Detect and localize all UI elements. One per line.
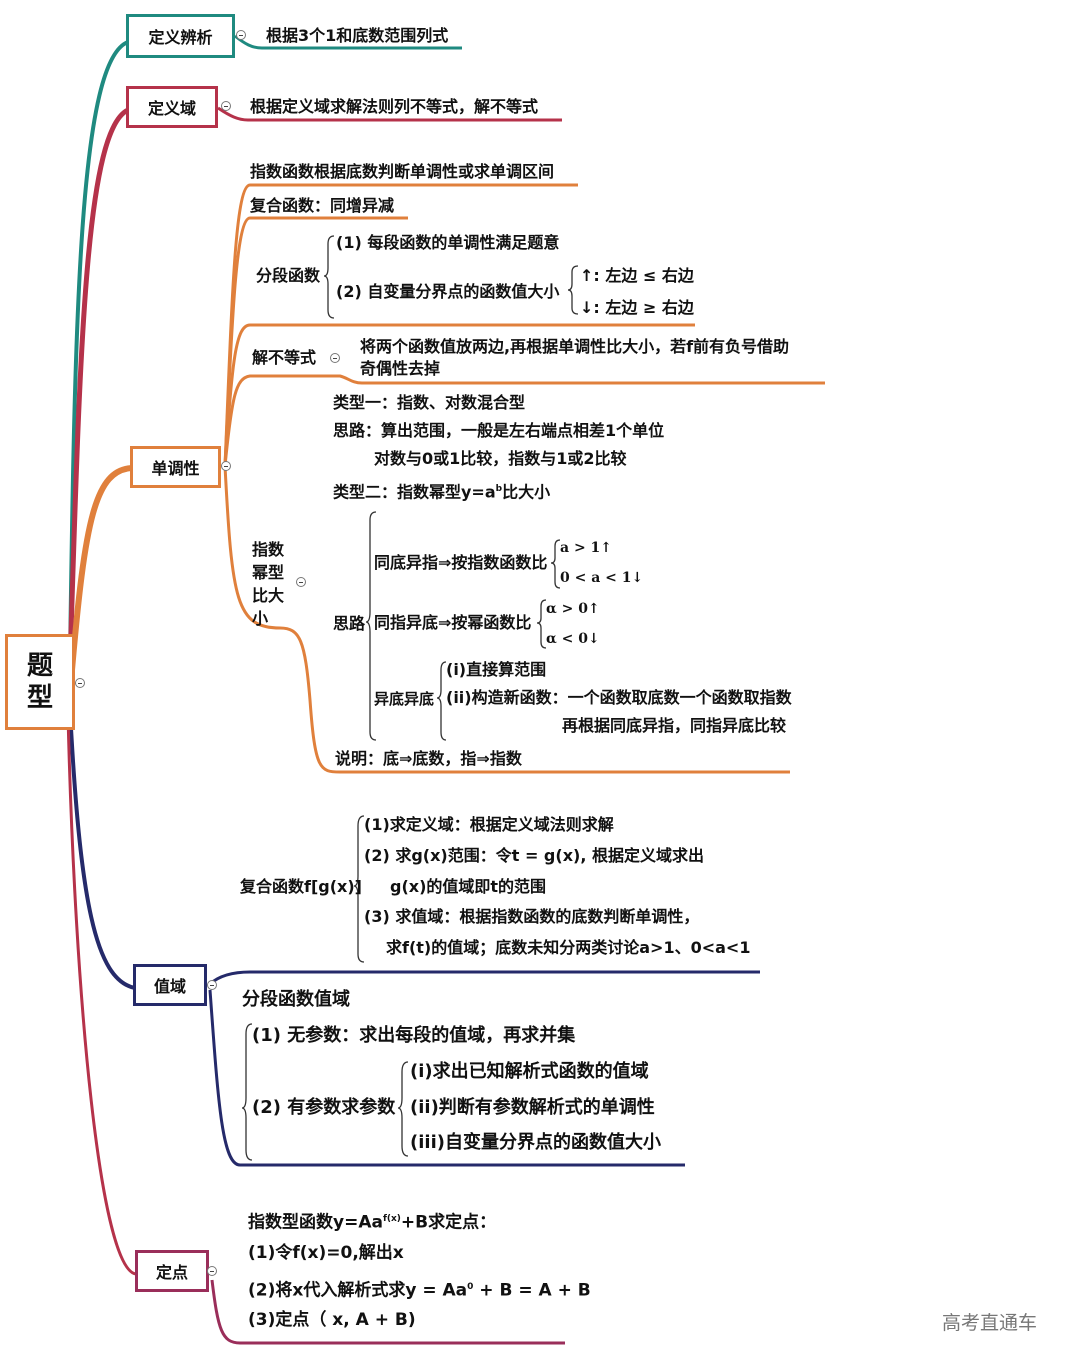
collapse-toggle-definition[interactable] (236, 30, 246, 40)
brace-pw-range (241, 1023, 253, 1161)
branch-to-domain (67, 107, 130, 665)
compare-note: 说明：底⇒底数，指⇒指数 (335, 749, 522, 768)
mono-inequality-line1: 将两个函数值放两边,再根据单调性比大小，若f前有负号借助 (360, 337, 790, 356)
compare-type2-sup: b (495, 484, 503, 494)
mono-piecewise-label: 分段函数 (256, 266, 321, 285)
collapse-toggle-fixed-point[interactable] (207, 1266, 217, 1276)
fixed-point-line1-pre: 指数型函数y=Aa (248, 1212, 383, 1233)
range-composite-label: 复合函数f[g(x)] (240, 877, 362, 896)
line-r-pw (208, 989, 685, 1167)
line-b2 (217, 106, 562, 122)
mono-compare-label-4: 小 (252, 609, 269, 628)
mono-exp-rule: 指数函数根据底数判断单调性或求单调区间 (250, 162, 555, 181)
definition-desc: 根据3个1和底数范围列式 (266, 26, 449, 45)
root-char-2: 型 (26, 683, 53, 713)
brace-diff (436, 661, 447, 741)
fixed-point-line3-pre: (2)将x代入解析式求y = Aa (248, 1280, 468, 1301)
range-composite-3b: 求f(t)的值域；底数未知分两类讨论a>1、0<a<1 (386, 938, 751, 957)
watermark: 高考直通车 (942, 1312, 1038, 1334)
range-piecewise-2c: (iii)自变量分界点的函数值大小 (410, 1132, 661, 1153)
compare-type2: 类型二：指数幂型y=ab比大小 (333, 479, 550, 502)
compare-type2-post: 比大小 (502, 482, 551, 502)
range-composite-2b: g(x)的值域即t的范围 (390, 877, 547, 896)
node-domain[interactable]: 定义域 (126, 86, 218, 128)
mono-compare-label-1: 指数 (252, 540, 285, 559)
collapse-toggle-range[interactable] (207, 980, 217, 990)
node-definition[interactable]: 定义辨析 (126, 14, 235, 58)
compare-alpha-lt0: α < 0↓ (546, 631, 600, 647)
root-char-1: 题 (26, 651, 53, 681)
range-composite-1: (1)求定义域：根据定义域法则求解 (364, 815, 614, 834)
compare-idea1b: 对数与0或1比较，指数与1或2比较 (374, 449, 627, 468)
compare-diff-3: 再根据同底异指，同指异底比较 (562, 716, 787, 735)
node-range[interactable]: 值域 (133, 964, 207, 1006)
mono-compare-label-3: 比大 (252, 586, 285, 605)
range-piecewise-2b: (ii)判断有参数解析式的单调性 (410, 1097, 655, 1118)
mono-composite-rule: 复合函数：同增异减 (250, 196, 395, 215)
branch-to-monotonic (69, 465, 133, 671)
line-m-cmp (223, 465, 790, 774)
mono-compare-label: 指数 幂型 比大 小 (252, 538, 285, 630)
fixed-point-line4: (3)定点（ x, A + B) (248, 1310, 416, 1330)
line-m-ineq (223, 374, 825, 467)
domain-desc: 根据定义域求解法则列不等式，解不等式 (250, 97, 539, 116)
compare-same-exp: 同指异底⇒按幂函数比 (374, 613, 532, 632)
brace-p2 (397, 1061, 409, 1157)
compare-type1: 类型一：指数、对数混合型 (333, 393, 526, 412)
collapse-toggle-compare[interactable] (296, 577, 306, 587)
fixed-point-line3-post: + B = A + B (473, 1280, 591, 1301)
line-m-pw (223, 323, 695, 467)
compare-a-lt1: 0 < a < 1↓ (560, 570, 644, 586)
mono-up-rule: ↑: 左边 ≤ 右边 (580, 266, 694, 285)
mono-piecewise-1: (1) 每段函数的单调性满足题意 (336, 233, 560, 252)
range-piecewise-2: (2) 有参数求参数 (252, 1097, 396, 1118)
brace-cmp (365, 511, 377, 741)
line-r-comp (208, 970, 760, 986)
fixed-point-line3-sup: 0 (467, 1282, 474, 1292)
branch-to-range (68, 709, 136, 990)
mono-inequality-label: 解不等式 (252, 348, 317, 367)
fixed-point-line1-post: +B求定点： (400, 1212, 497, 1233)
root-node[interactable]: 题 型 (5, 634, 75, 730)
fixed-point-line3: (2)将x代入解析式求y = Aa0 + B = A + B (248, 1277, 591, 1301)
node-fixed-point[interactable]: 定点 (135, 1250, 209, 1292)
mono-piecewise-2: (2) 自变量分界点的函数值大小 (336, 282, 560, 301)
compare-diff-1: (i)直接算范围 (446, 660, 547, 679)
range-piecewise-title: 分段函数值域 (242, 989, 350, 1010)
range-composite-3: (3) 求值域：根据指数函数的底数判断单调性， (364, 907, 700, 926)
collapse-toggle-root[interactable] (75, 678, 85, 688)
collapse-toggle-domain[interactable] (221, 101, 231, 111)
mono-down-rule: ↓: 左边 ≥ 右边 (580, 298, 694, 317)
node-monotonicity[interactable]: 单调性 (130, 446, 221, 488)
branch-to-fixed-point (66, 714, 137, 1276)
brace-sameexp (536, 599, 547, 649)
fixed-point-line1-sup: f(x) (382, 1214, 401, 1224)
compare-diff-label: 异底异底 (374, 690, 435, 708)
mono-inequality-line2: 奇偶性去掉 (360, 359, 441, 378)
fixed-point-line1: 指数型函数y=Aaf(x)+B求定点： (248, 1209, 496, 1233)
collapse-toggle-inequality[interactable] (330, 353, 340, 363)
compare-idea1: 思路：算出范围，一般是左右端点相差1个单位 (333, 421, 665, 440)
compare-type2-pre: 类型二：指数幂型y=a (333, 482, 496, 502)
collapse-toggle-monotonicity[interactable] (221, 461, 231, 471)
compare-diff-2: (ii)构造新函数：一个函数取底数一个函数取指数 (446, 688, 792, 707)
compare-same-base: 同底异指⇒按指数函数比 (374, 553, 548, 572)
compare-idea-label: 思路 (333, 614, 366, 633)
branch-to-definition (68, 40, 129, 661)
fixed-point-line2: (1)令f(x)=0,解出x (248, 1243, 404, 1263)
mono-compare-label-2: 幂型 (252, 563, 285, 582)
brace-updown (567, 265, 579, 315)
compare-a-gt1: a > 1↑ (560, 540, 613, 556)
brace-pw (323, 235, 335, 319)
range-piecewise-2a: (i)求出已知解析式函数的值域 (410, 1061, 649, 1082)
compare-alpha-gt0: α > 0↑ (546, 601, 600, 617)
line-fp (210, 1279, 565, 1345)
brace-comp (353, 815, 365, 963)
brace-samebase (550, 539, 561, 589)
range-composite-2: (2) 求g(x)范围：令t = g(x), 根据定义域求出 (364, 846, 704, 865)
range-piecewise-1: (1) 无参数：求出每段的值域，再求并集 (252, 1025, 576, 1046)
